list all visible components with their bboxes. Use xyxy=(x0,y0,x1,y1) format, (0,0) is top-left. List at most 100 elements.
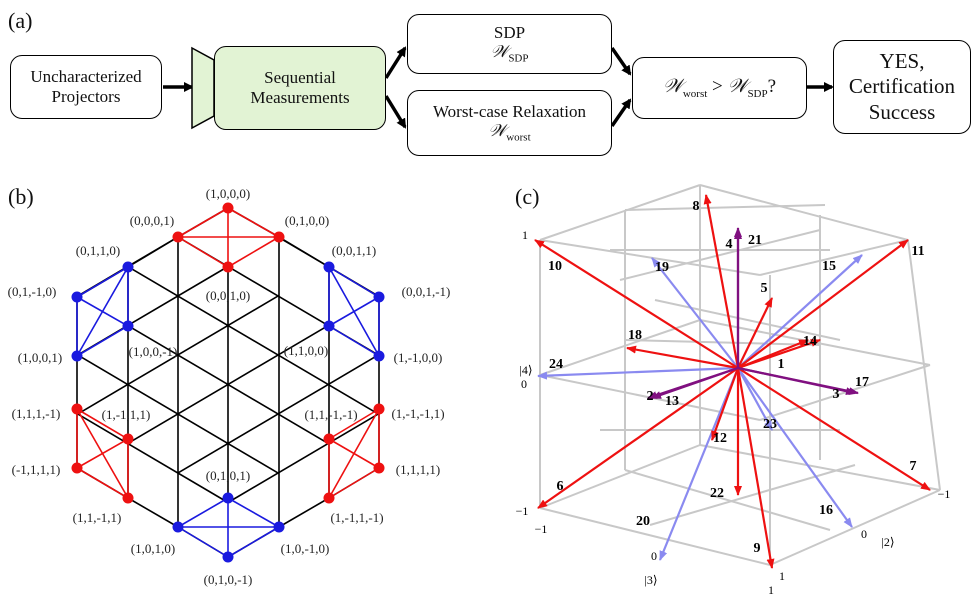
node-label-tr: (0,1,0,0) xyxy=(285,213,329,228)
hexagon-edge-16 xyxy=(127,236,179,268)
node-label-ult: (0,1,1,0) xyxy=(76,243,120,258)
vector-label-19: 19 xyxy=(655,260,669,275)
graph-node-labels: (1,0,0,0)(0,0,0,1)(0,1,0,0)(0,0,1,0)(0,1… xyxy=(8,186,451,587)
vector-9 xyxy=(736,367,775,569)
cube-line-16 xyxy=(539,319,701,376)
vector-12 xyxy=(710,367,740,441)
box5-op: > xyxy=(707,75,728,97)
cluster-lower-left-edge-1-2 xyxy=(76,438,129,469)
vector-10 xyxy=(534,239,739,369)
node-label-lro: (1,1,1,1) xyxy=(396,462,440,477)
tick-3-zero: 0 xyxy=(651,549,657,563)
cluster-top-edge-1-3 xyxy=(177,236,229,268)
cube-line-2 xyxy=(539,239,761,276)
cube-line-14 xyxy=(624,204,826,211)
node-label-uri: (1,1,0,0) xyxy=(284,343,328,358)
lattice-diagonal-8-1 xyxy=(177,353,380,474)
sequential-measurements-box: Sequential Measurements xyxy=(214,46,386,130)
cube-line-0 xyxy=(539,184,701,241)
node-lrb xyxy=(323,492,335,504)
cluster-top-edge-0-1 xyxy=(177,207,229,238)
vector-label-21: 21 xyxy=(748,233,762,248)
node-br xyxy=(273,521,285,533)
vector-label-4: 4 xyxy=(726,237,733,252)
node-label-top: (1,0,0,0) xyxy=(206,186,250,201)
node-label-llo: (-1,1,1,1) xyxy=(12,462,61,477)
condition-box: 𝒲worst > 𝒲SDP? xyxy=(632,57,807,119)
uncharacterized-projectors-box: Uncharacterized Projectors xyxy=(10,55,162,119)
node-uli xyxy=(122,320,134,332)
tick-2-zero: 0 xyxy=(861,527,867,541)
vector-label-14: 14 xyxy=(803,334,817,349)
tick-4-zero: 0 xyxy=(521,377,527,391)
vector-7 xyxy=(737,367,931,491)
box2-line2: Measurements xyxy=(250,88,350,107)
vector-label-22: 22 xyxy=(710,486,724,501)
box3-line1: SDP xyxy=(493,22,526,42)
graph-edges xyxy=(76,207,380,558)
node-label-lli: (1,-1,1,1) xyxy=(102,407,151,422)
node-label-urt: (0,0,1,1) xyxy=(332,243,376,258)
cluster-upper-right-edge-2-3 xyxy=(328,325,380,357)
vector-label-5: 5 xyxy=(761,281,768,296)
box3-sub: SDP xyxy=(508,52,529,65)
vector-20 xyxy=(658,367,740,561)
cluster-lower-left-edge-0-1 xyxy=(76,408,129,440)
node-llt xyxy=(71,403,83,415)
lattice-diagonal-7-1 xyxy=(127,324,330,445)
cluster-upper-right-edge-0-1 xyxy=(328,266,380,298)
cluster-bottom-edge-0-2 xyxy=(227,497,280,528)
vector-15 xyxy=(737,254,863,369)
box6-line3: Success xyxy=(868,99,936,124)
tick-4-plus1: 1 xyxy=(522,228,528,242)
cube-line-20 xyxy=(624,339,821,346)
panel-c-label: (c) xyxy=(515,184,540,209)
tick-3-plus1: 1 xyxy=(768,583,774,597)
panel-a-label: (a) xyxy=(8,8,33,33)
cluster-bottom-edge-1-3 xyxy=(177,526,229,558)
cube-line-21 xyxy=(624,469,831,531)
box3-math: 𝒲 xyxy=(490,42,509,63)
cluster-upper-left-edge-1-2 xyxy=(76,296,129,327)
node-ulo xyxy=(71,291,83,303)
vector-19 xyxy=(651,257,739,369)
cube-line-19 xyxy=(759,364,931,421)
vector-18 xyxy=(626,345,739,370)
cluster-lower-right-edge-0-1 xyxy=(328,408,380,440)
axis-label-2: |2⟩ xyxy=(881,535,894,549)
vector-label-18: 18 xyxy=(628,328,642,343)
node-tc xyxy=(222,261,234,273)
node-lro xyxy=(373,462,385,474)
vector-label-3: 3 xyxy=(833,387,840,402)
vector-label-13: 13 xyxy=(665,394,679,409)
vector-11 xyxy=(737,239,909,369)
vector-label-9: 9 xyxy=(754,541,761,556)
box2-line1: Sequential xyxy=(264,68,336,88)
lattice-diagonal-8-0 xyxy=(76,353,280,475)
vector-label-2: 2 xyxy=(647,389,654,404)
cube-line-22 xyxy=(649,464,856,526)
certification-success-box: YES, Certification Success xyxy=(833,40,971,134)
node-label-ulb: (1,0,0,1) xyxy=(18,350,62,365)
tick-3-minus1: −1 xyxy=(535,522,548,536)
box6-line2: Certification xyxy=(848,74,956,99)
node-label-llb: (1,1,-1,1) xyxy=(73,510,122,525)
box4-sub: worst xyxy=(506,131,531,144)
box6-line1: YES, xyxy=(879,49,925,74)
cube-line-4 xyxy=(539,507,771,566)
hexagon-edge-10 xyxy=(127,497,179,528)
vector-label-8: 8 xyxy=(693,199,700,214)
node-urt xyxy=(323,261,335,273)
vector-label-16: 16 xyxy=(819,503,833,518)
node-label-br: (1,0,-1,0) xyxy=(281,541,330,556)
cluster-bottom-edge-0-1 xyxy=(177,497,229,528)
node-llo xyxy=(71,462,83,474)
axis-label-4: |4⟩ xyxy=(519,363,532,377)
cube-line-1 xyxy=(699,184,909,241)
axis-label-3: |3⟩ xyxy=(644,573,657,587)
box5-math1: 𝒲 xyxy=(662,74,683,97)
node-uri xyxy=(323,320,335,332)
vector-24 xyxy=(537,366,739,380)
